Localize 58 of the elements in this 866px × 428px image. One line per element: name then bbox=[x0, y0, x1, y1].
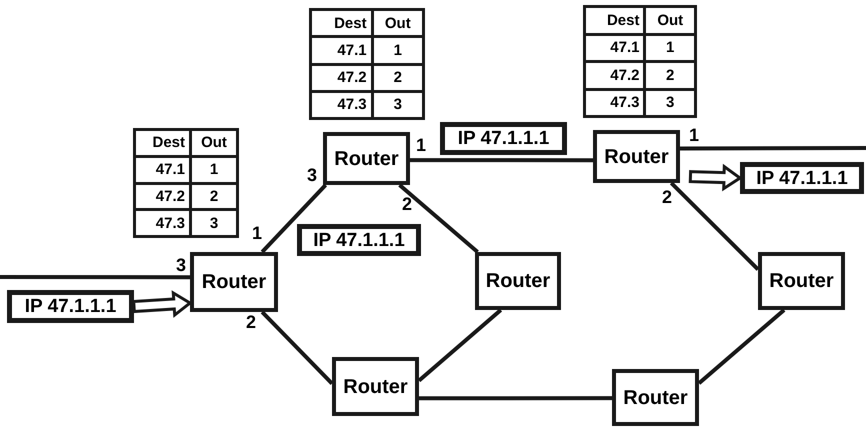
table-cell: 2 bbox=[374, 62, 422, 90]
table-cell: 1 bbox=[192, 154, 236, 182]
table-cell: Dest bbox=[312, 11, 374, 36]
hollow-arrow bbox=[688, 164, 743, 192]
port-number: 3 bbox=[176, 256, 186, 274]
table-cell-text: Out bbox=[384, 14, 412, 34]
port-number: 1 bbox=[416, 136, 426, 154]
link-line bbox=[410, 158, 593, 162]
port-number: 2 bbox=[402, 195, 412, 213]
link-line bbox=[260, 184, 328, 254]
routing-table bbox=[133, 128, 239, 238]
port-number: 2 bbox=[662, 188, 672, 206]
router-box: Router bbox=[475, 252, 561, 310]
router-box: Router bbox=[758, 252, 845, 310]
packet-label: IP 47.1.1.1 bbox=[7, 290, 134, 323]
router-box: Router bbox=[190, 252, 278, 312]
hollow-arrow bbox=[132, 290, 193, 318]
port-number: 1 bbox=[689, 126, 700, 144]
link-line bbox=[418, 308, 502, 382]
packet-label: IP 47.1.1.1 bbox=[297, 224, 421, 256]
table-cell: 47.2 bbox=[136, 182, 192, 208]
port-number: 3 bbox=[307, 166, 318, 184]
table-cell: 1 bbox=[374, 35, 422, 62]
router-box: Router bbox=[593, 130, 680, 183]
routing-table bbox=[309, 8, 425, 120]
table-cell: 3 bbox=[646, 88, 694, 115]
link-line bbox=[398, 183, 479, 254]
table-cell: 47.1 bbox=[136, 154, 192, 182]
table-cell: 47.3 bbox=[312, 90, 374, 117]
routing-table bbox=[583, 5, 697, 118]
table-cell: 3 bbox=[374, 90, 422, 117]
link-line bbox=[0, 275, 190, 280]
table-cell: 2 bbox=[646, 60, 694, 88]
table-cell: Dest bbox=[586, 8, 646, 32]
link-line bbox=[680, 146, 866, 151]
table-cell: Dest bbox=[136, 131, 192, 155]
link-line bbox=[698, 308, 786, 385]
table-cell: 47.2 bbox=[586, 60, 646, 88]
table-cell: 47.2 bbox=[312, 62, 374, 90]
table-cell: 1 bbox=[646, 32, 694, 60]
link-line bbox=[260, 310, 334, 385]
link-line bbox=[670, 182, 760, 271]
table-cell-text: Out bbox=[656, 10, 684, 31]
port-number: 2 bbox=[246, 313, 256, 331]
router-box: Router bbox=[323, 132, 410, 185]
link-line bbox=[419, 396, 612, 400]
table-cell: 2 bbox=[192, 182, 236, 208]
router-box: Router bbox=[332, 357, 419, 416]
table-cell: 47.1 bbox=[312, 35, 374, 62]
router-box: Router bbox=[612, 369, 699, 426]
table-cell-text: Out bbox=[200, 133, 228, 154]
table-cell: 47.1 bbox=[586, 32, 646, 60]
table-cell: 47.3 bbox=[136, 208, 192, 235]
packet-label: IP 47.1.1.1 bbox=[440, 122, 567, 155]
table-cell: 47.3 bbox=[586, 88, 646, 115]
port-number: 1 bbox=[252, 224, 262, 242]
packet-label: IP 47.1.1.1 bbox=[740, 162, 864, 194]
table-cell: 3 bbox=[192, 208, 236, 235]
